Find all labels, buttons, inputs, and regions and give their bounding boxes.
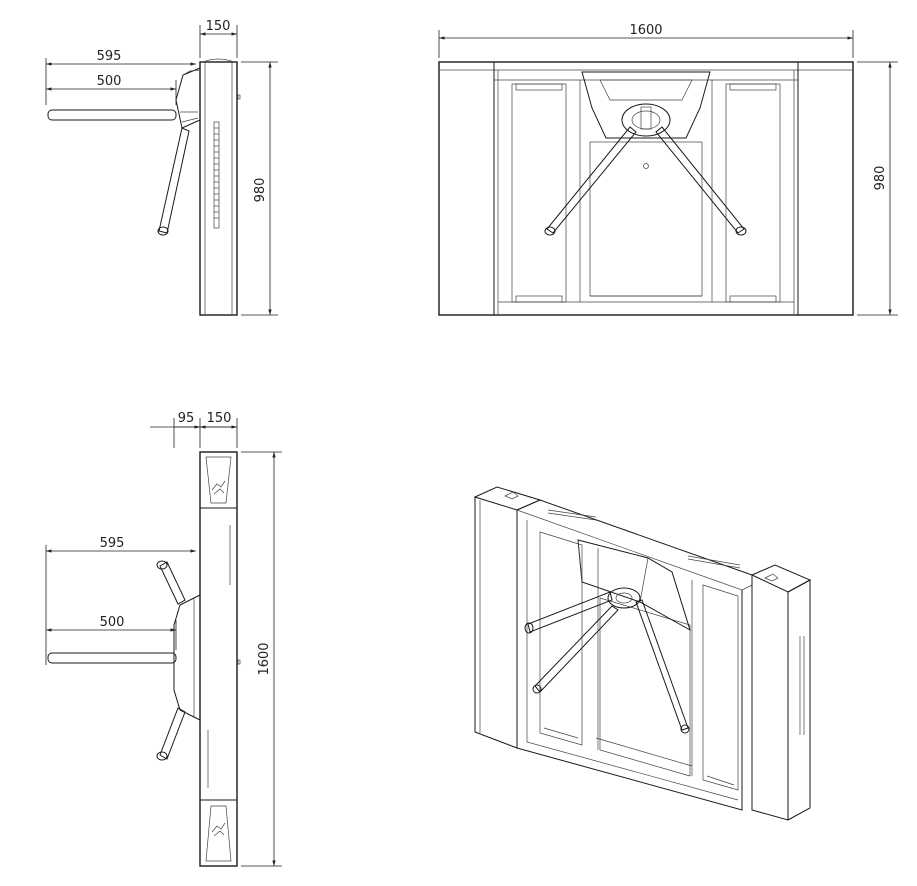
side-width-label: 150 — [206, 19, 231, 34]
card-reader-icon — [211, 480, 226, 837]
top-view: 95 150 595 500 1600 — [45, 411, 282, 867]
side-arm-reach-label: 595 — [97, 49, 122, 64]
top-offset-label: 95 — [178, 411, 195, 426]
top-length-label: 1600 — [257, 642, 272, 675]
top-arm-length-label: 500 — [100, 615, 125, 630]
side-arm-length-label: 500 — [97, 74, 122, 89]
side-view: 150 595 500 980 — [45, 19, 278, 316]
top-width-label: 150 — [207, 411, 232, 426]
front-width-label: 1600 — [629, 23, 662, 38]
side-height-label: 980 — [253, 178, 268, 203]
isometric-view — [473, 486, 812, 821]
front-view: 1600 980 — [438, 23, 898, 316]
front-height-label: 980 — [873, 166, 888, 191]
top-arm-reach-label: 595 — [100, 536, 125, 551]
